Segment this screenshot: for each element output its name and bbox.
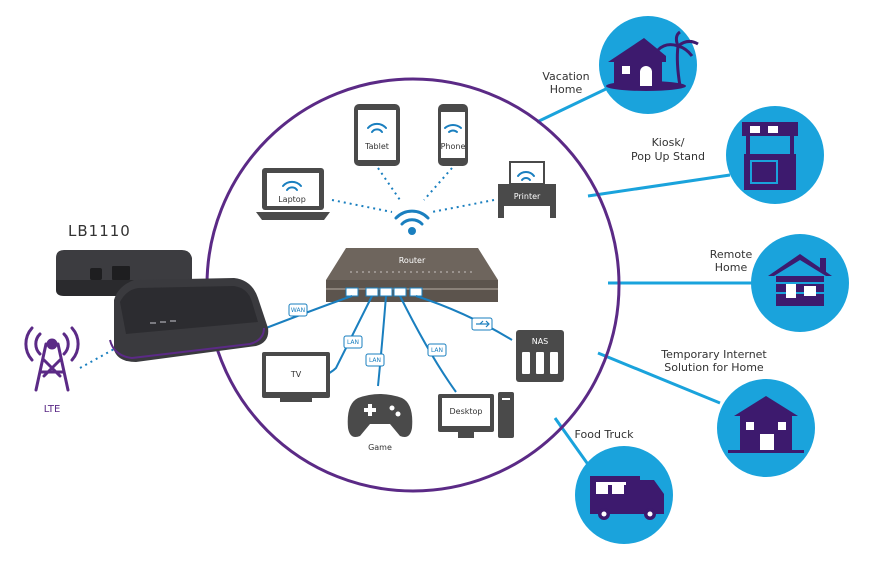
printer-wifi-icon (517, 171, 535, 181)
tv-label: TV (290, 370, 302, 379)
modem-status-leds (150, 320, 176, 324)
lan-tag-1: LAN (347, 339, 359, 346)
wan-tag: WAN (291, 307, 305, 314)
desktop-device: Desktop (438, 392, 514, 438)
connector-food-truck (553, 417, 594, 471)
tv-device: TV (262, 352, 330, 402)
printer-device: Printer (498, 161, 556, 218)
lte-label: LTE (44, 404, 61, 415)
vacation-home-icon (606, 30, 699, 91)
game-label: Game (368, 443, 392, 452)
router-device: Router (326, 248, 498, 302)
wifi-links (79, 167, 495, 369)
modem-front-view (109, 278, 269, 362)
tablet-device: Tablet (354, 104, 400, 166)
use-case-label-food-truck: Food Truck (575, 428, 635, 441)
router-ports (345, 287, 423, 297)
use-case-label-kiosk-2: Pop Up Stand (631, 150, 705, 163)
house-icon (728, 396, 804, 453)
connector-vacation-home (536, 86, 609, 124)
use-case-label-remote-2: Home (715, 261, 748, 274)
use-case-vacation-home (599, 16, 699, 114)
tablet-label: Tablet (364, 142, 389, 151)
lte-tower-icon (24, 326, 80, 392)
nas-device: NAS (516, 330, 564, 382)
laptop-device: Laptop (256, 168, 330, 220)
lan-port-2 (379, 287, 393, 297)
use-case-label-vacation-2: Home (550, 83, 583, 96)
wan-port (345, 287, 359, 297)
lan-port-3 (393, 287, 407, 297)
lan-tag-3: LAN (431, 347, 443, 354)
use-case-label-temporary-1: Temporary Internet (660, 348, 767, 361)
use-case-label-kiosk-1: Kiosk/ (652, 136, 685, 149)
food-truck-icon (590, 476, 664, 520)
phone-label: Phone (441, 142, 466, 151)
router-wifi-icon (394, 209, 430, 235)
use-case-label-vacation-1: Vacation (542, 70, 589, 83)
usb-tag-icon (476, 320, 490, 328)
use-case-temporary-home (717, 379, 815, 477)
lan-port-1 (365, 287, 379, 297)
kiosk-icon (742, 122, 798, 190)
use-case-label-remote-1: Remote (710, 248, 753, 261)
router-label: Router (399, 256, 426, 265)
use-case-kiosk (726, 106, 824, 204)
lan-tag-2: LAN (369, 357, 381, 364)
printer-label: Printer (514, 192, 541, 201)
use-case-label-temporary-2: Solution for Home (664, 361, 764, 374)
phone-wifi-icon (444, 124, 462, 133)
tablet-wifi-icon (367, 122, 387, 133)
modem-model-label: LB1110 (68, 222, 131, 240)
laptop-label: Laptop (278, 195, 306, 204)
connector-kiosk (587, 173, 731, 198)
nas-label: NAS (532, 337, 549, 346)
laptop-wifi-icon (282, 180, 302, 191)
use-case-remote-home (751, 234, 849, 332)
connector-temporary-home (597, 351, 721, 405)
port-tags: WAN LAN LAN LAN (288, 291, 493, 367)
desktop-label: Desktop (450, 407, 483, 416)
cabin-icon (768, 254, 832, 306)
use-case-food-truck (575, 446, 673, 544)
phone-device: Phone (438, 104, 468, 166)
game-device: Game (347, 394, 413, 452)
